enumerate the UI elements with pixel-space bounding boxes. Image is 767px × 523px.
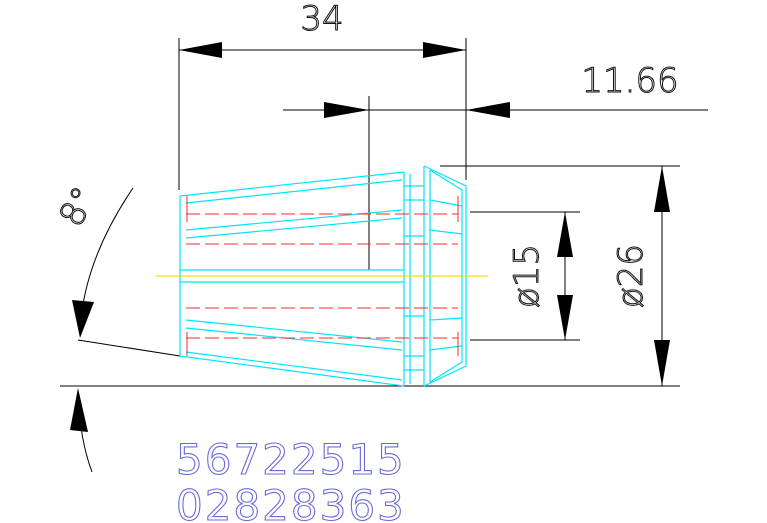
part-number-2: 02828363 xyxy=(176,481,406,523)
hidden-end-lines xyxy=(186,196,459,356)
bore-diameter-label: ø15 xyxy=(507,244,547,308)
hidden-lines xyxy=(186,213,458,339)
part-number-1: 56722515 xyxy=(176,435,406,484)
nose-length-label: 11.66 xyxy=(581,61,678,101)
overall-length-label: 34 xyxy=(300,0,343,39)
taper-angle-label: 8° xyxy=(52,180,105,233)
outer-diameter-label: ø26 xyxy=(611,244,651,308)
dimension-arrowheads xyxy=(70,42,670,432)
